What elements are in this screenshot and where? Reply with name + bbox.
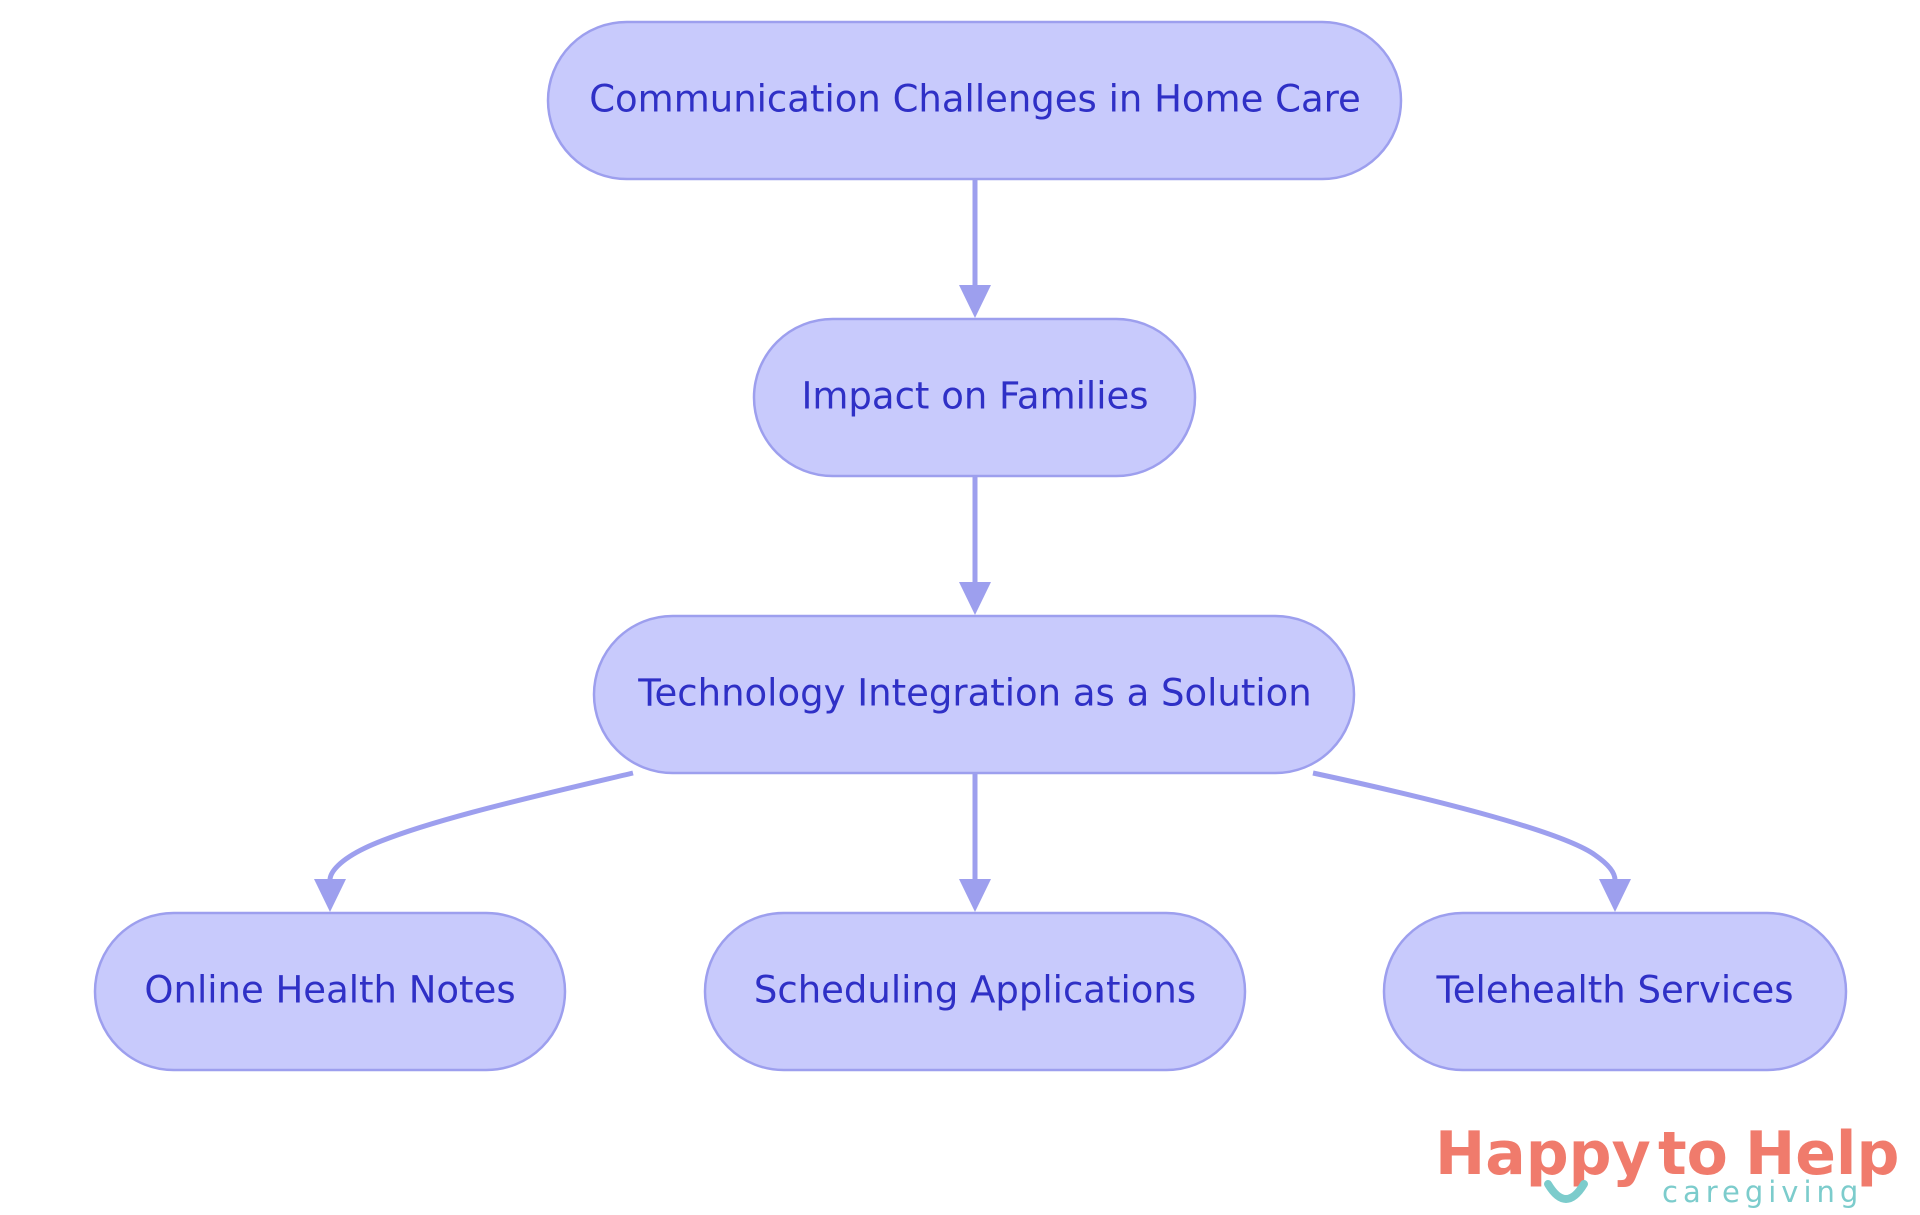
node-label: Impact on Families: [801, 375, 1148, 418]
edge-root-to-impact: [959, 179, 991, 318]
logo-tagline: caregiving: [1662, 1175, 1863, 1209]
edge-technology-to-telehealth: [1312, 770, 1631, 912]
node-scheduling-applications: Scheduling Applications: [703, 911, 1247, 1072]
edge-impact-to-technology: [959, 476, 991, 615]
node-communication-challenges: Communication Challenges in Home Care: [546, 20, 1403, 181]
node-label: Scheduling Applications: [754, 969, 1196, 1012]
node-telehealth-services: Telehealth Services: [1382, 911, 1848, 1072]
edge-technology-to-scheduling: [959, 773, 991, 912]
logo-word-to: to: [1658, 1119, 1728, 1189]
node-label: Communication Challenges in Home Care: [589, 78, 1361, 121]
edge-technology-to-notes: [314, 770, 634, 912]
smile-icon: [1544, 1180, 1588, 1203]
node-label: Technology Integration as a Solution: [637, 672, 1312, 715]
node-impact-on-families: Impact on Families: [752, 317, 1197, 478]
happy-to-help-logo: Happy to Help caregiving: [1435, 1119, 1899, 1209]
node-label: Online Health Notes: [144, 969, 515, 1012]
node-technology-integration: Technology Integration as a Solution: [592, 614, 1356, 775]
logo-word-happy: Happy: [1435, 1119, 1651, 1189]
node-label: Telehealth Services: [1435, 969, 1793, 1012]
node-online-health-notes: Online Health Notes: [93, 911, 567, 1072]
logo-word-help: Help: [1745, 1119, 1899, 1189]
